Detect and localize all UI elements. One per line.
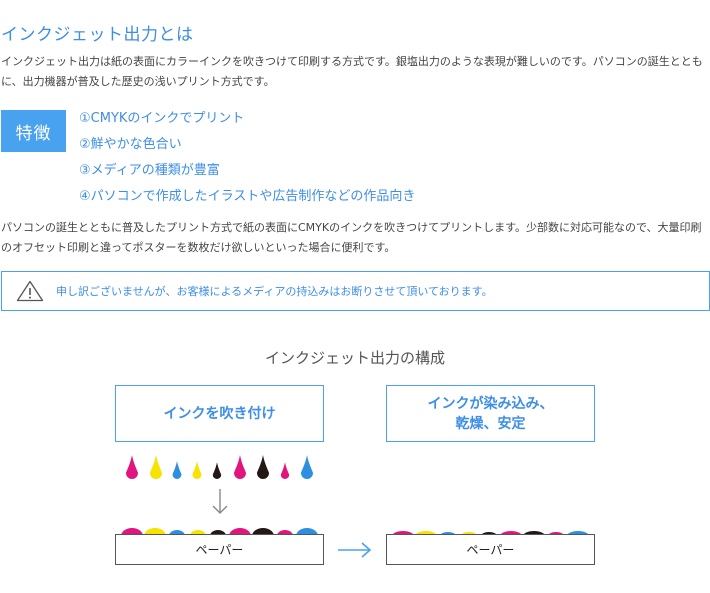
step-absorb-label-line2: 乾燥、安定 <box>455 415 526 432</box>
description-paragraph: パソコンの誕生とともに普及したプリント方式で紙の表面にCMYKのインクを吹きつけ… <box>1 221 702 254</box>
ink-drops <box>126 455 313 480</box>
notice-text: 申し訳ございませんが、お客様によるメディアの持込みはお断りさせて頂いております。 <box>56 285 493 298</box>
feature-item-2: ②鮮やかな色合い <box>79 137 182 152</box>
intro-paragraph: インクジェット出力は紙の表面にカラーインクを吹きつけて印刷する方式です。銀塩出力… <box>1 55 703 88</box>
arrow-right-icon <box>338 542 372 558</box>
ink-drop-magenta <box>126 455 138 479</box>
feature-badge: 特徴 <box>1 110 66 152</box>
warning-icon <box>16 280 44 302</box>
section-heading: インクジェット出力とは <box>1 25 194 45</box>
ink-drop-yellow <box>192 461 202 479</box>
step-spray-box: インクを吹き付け <box>115 385 324 442</box>
step-absorb-label-line1: インクが染み込み、 <box>427 395 554 412</box>
arrow-down-icon <box>212 489 228 514</box>
paper-left: ペーパー <box>115 534 324 565</box>
feature-item-3: ③メディアの種類が豊富 <box>79 163 220 178</box>
ink-drop-magenta <box>234 455 246 479</box>
paper-right-label: ペーパー <box>466 543 515 557</box>
step-absorb-box: インクが染み込み、 乾燥、安定 <box>386 385 595 442</box>
ink-drop-black <box>257 455 269 479</box>
ink-drop-yellow <box>150 455 162 479</box>
ink-drop-black <box>212 462 222 480</box>
paper-left-label: ペーパー <box>195 543 244 557</box>
feature-item-1: ①CMYKのインクでプリント <box>79 111 245 126</box>
step-spray-label: インクを吹き付け <box>163 405 276 422</box>
diagram-title: インクジェット出力の構成 <box>264 349 445 367</box>
ink-drop-magenta <box>280 462 290 479</box>
ink-drop-cyan <box>301 455 313 479</box>
feature-item-4: ④パソコンで作成したイラストや広告制作などの作品向き <box>79 189 416 204</box>
paper-right: ペーパー <box>386 534 595 565</box>
notice-box: 申し訳ございませんが、お客様によるメディアの持込みはお断りさせて頂いております。 <box>1 271 710 311</box>
feature-list: ①CMYKのインクでプリント ②鮮やかな色合い ③メディアの種類が豊富 ④パソコ… <box>79 108 415 212</box>
ink-drop-cyan <box>172 461 182 479</box>
